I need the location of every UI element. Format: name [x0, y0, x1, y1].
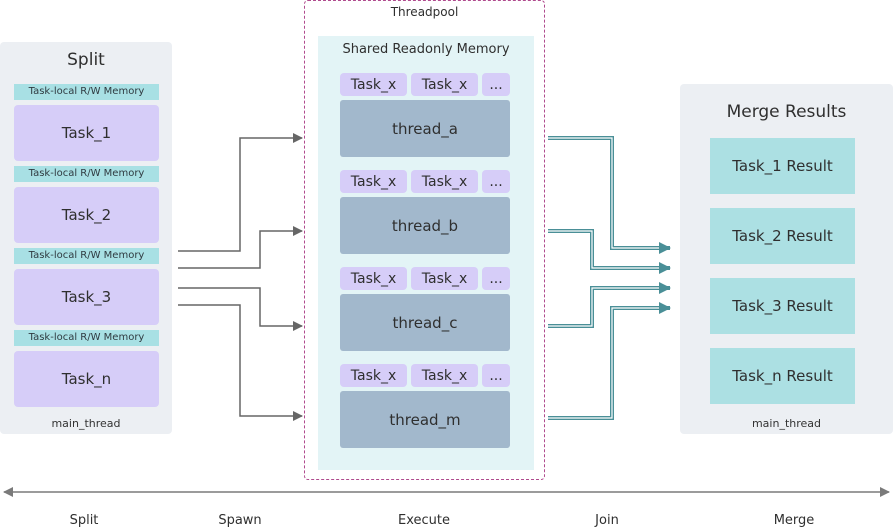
queued-more-chip: ... [482, 267, 510, 290]
queued-more-chip: ... [482, 170, 510, 193]
queued-task-chip: Task_x [340, 170, 407, 193]
task-box-n: Task_n [14, 351, 159, 407]
join-arrows [548, 136, 671, 420]
result-box-3: Task_3 Result [710, 278, 855, 334]
queued-task-chip: Task_x [340, 73, 407, 96]
task-local-memory-bar: Task-local R/W Memory [14, 166, 159, 182]
result-box-2: Task_2 Result [710, 208, 855, 264]
thread-box-m: thread_m [340, 391, 510, 448]
stage-label-split: Split [69, 513, 99, 528]
queued-task-chip: Task_x [340, 267, 407, 290]
join-arrow-a [548, 136, 671, 254]
join-arrow-b [548, 229, 671, 274]
queued-task-chip: Task_x [411, 170, 478, 193]
thread-box-c: thread_c [340, 294, 510, 351]
queued-task-chip: Task_x [340, 364, 407, 387]
threadpool-title: Threadpool [390, 5, 459, 19]
stage-label-join: Join [595, 513, 619, 528]
queued-task-chip: Task_x [411, 73, 478, 96]
result-box-1: Task_1 Result [710, 138, 855, 194]
threadpool-container [304, 0, 545, 480]
task-local-memory-bar: Task-local R/W Memory [14, 330, 159, 346]
result-box-n: Task_n Result [710, 348, 855, 404]
task-local-memory-bar: Task-local R/W Memory [14, 84, 159, 100]
queued-more-chip: ... [482, 364, 510, 387]
thread-box-a: thread_a [340, 100, 510, 157]
queued-task-chip: Task_x [411, 267, 478, 290]
task-box-3: Task_3 [14, 269, 159, 325]
stage-label-execute: Execute [398, 513, 450, 528]
task-local-memory-bar: Task-local R/W Memory [14, 248, 159, 264]
stage-label-spawn: Spawn [218, 513, 262, 528]
shared-memory-title: Shared Readonly Memory [342, 42, 510, 57]
split-main-thread-label: main_thread [51, 417, 121, 430]
task-box-1: Task_1 [14, 105, 159, 161]
spawn-arrow-a [178, 133, 303, 252]
stage-label-merge: Merge [773, 513, 815, 528]
spawn-arrow-m [178, 304, 303, 421]
merge-title: Merge Results [726, 102, 847, 122]
spawn-arrow-c [178, 287, 303, 331]
queued-more-chip: ... [482, 73, 510, 96]
queued-task-chip: Task_x [411, 364, 478, 387]
merge-main-thread-label: main_thread [751, 417, 822, 430]
thread-box-b: thread_b [340, 197, 510, 254]
spawn-arrow-b [178, 226, 303, 269]
split-title: Split [67, 50, 105, 70]
task-box-2: Task_2 [14, 187, 159, 243]
spawn-arrows [178, 133, 303, 421]
join-arrow-c [548, 282, 671, 328]
join-arrow-m [548, 302, 671, 420]
